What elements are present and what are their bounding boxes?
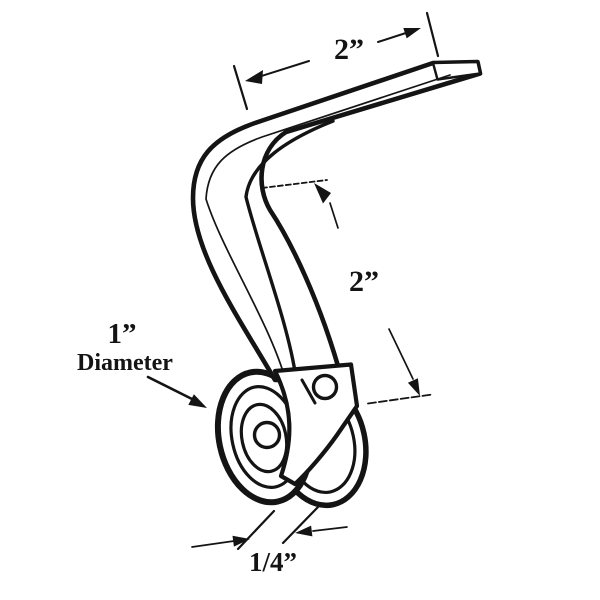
arrow-shaft [146, 375, 196, 402]
wheel-bracket [272, 362, 360, 487]
wheel-hub-ring [239, 402, 289, 474]
dimension-side-length: 2” [261, 179, 433, 405]
arrowhead-right-icon [403, 28, 421, 39]
arrowhead-down-icon [407, 378, 420, 396]
dimension-wheel-diameter: 1” Diameter [77, 318, 207, 408]
dimension-label-width-value: 1/4” [249, 547, 297, 577]
dimension-label-diameter-word: Diameter [77, 350, 173, 376]
bracket-rivet-hole [311, 373, 339, 401]
arrowhead-up-icon [314, 183, 331, 204]
arrowhead-width-right-icon [295, 525, 313, 537]
arrow-shaft [191, 540, 235, 548]
dimension-tick [281, 505, 320, 545]
arrowhead-diameter-icon [188, 394, 207, 408]
dimension-roller-width: 1/4” [191, 505, 348, 577]
bracket-crease-line [300, 378, 317, 405]
spring-arm [190, 59, 483, 383]
dimension-tick [232, 64, 249, 111]
arrowhead-width-left-icon [232, 535, 250, 547]
dimension-tick [236, 509, 276, 551]
axle-hole [252, 420, 282, 450]
extension-line [367, 393, 433, 405]
arm-silhouette [190, 59, 483, 383]
dimension-label-top-length: 2” [334, 33, 364, 66]
dimension-tick [425, 11, 440, 58]
bracket-outline [272, 362, 360, 487]
extension-line [261, 179, 328, 189]
arrow-shaft [312, 526, 348, 532]
arm-highlight-line [205, 74, 451, 379]
arm-tip-face [431, 60, 482, 81]
dimension-label-side-length: 2” [349, 265, 379, 298]
arrow-shaft [329, 202, 339, 229]
arm-fold-line [244, 119, 335, 380]
dimension-top-length: 2” [232, 11, 440, 111]
arrow-shaft [388, 328, 414, 380]
arrowhead-left-icon [245, 70, 263, 84]
dimension-label-diameter-value: 1” [108, 318, 137, 350]
